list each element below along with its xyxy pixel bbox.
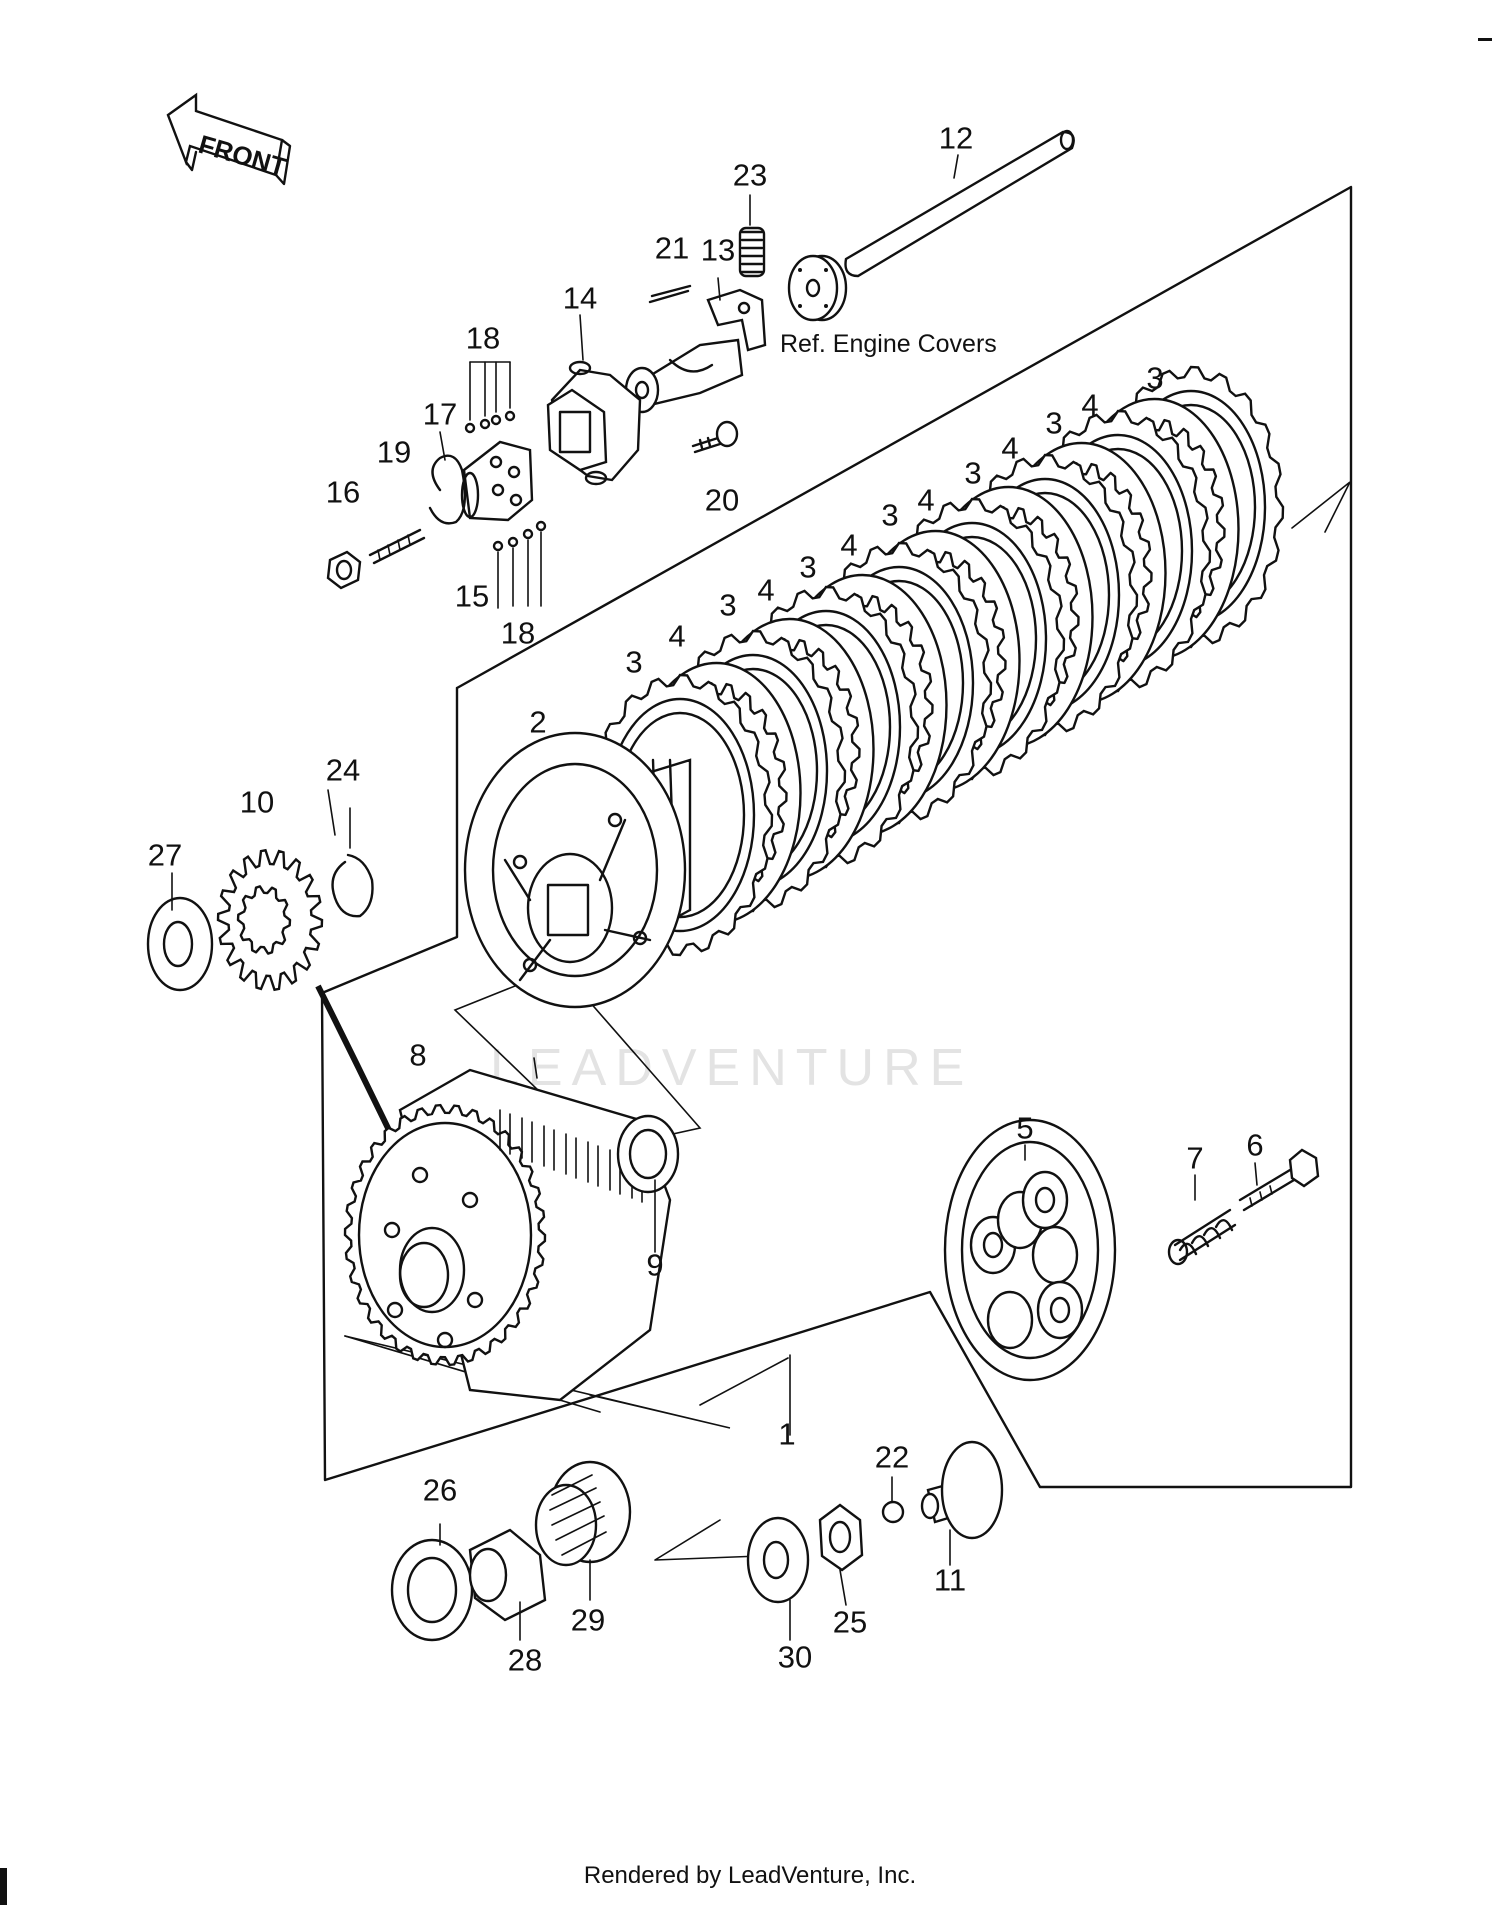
callout-leaders	[171, 154, 1258, 1641]
part-19-adjusting-screw	[368, 528, 426, 565]
callout-22: 22	[875, 1440, 909, 1475]
housing-hole	[386, 1301, 404, 1319]
callout-7: 7	[1186, 1141, 1203, 1176]
part-25-nut	[818, 1503, 864, 1572]
callout-4: 4	[757, 573, 774, 608]
callout-3: 3	[625, 645, 642, 680]
callout-29: 29	[571, 1603, 605, 1638]
front-arrow-icon: FRONT	[166, 92, 292, 186]
part-23-spring	[738, 226, 766, 278]
housing-slot	[543, 1125, 555, 1171]
part-13-release-lever	[624, 288, 767, 414]
part-27-washer	[146, 896, 214, 992]
part-6-bolt	[1238, 1148, 1320, 1212]
callout-30: 30	[778, 1640, 812, 1675]
gear-teeth	[216, 848, 324, 992]
page-mark	[1478, 38, 1492, 41]
reference-label: Ref. Engine Covers	[780, 330, 997, 358]
part-26-collar	[390, 1538, 474, 1642]
pushrod	[844, 129, 1075, 278]
part-10-sprocket-gear	[216, 848, 324, 992]
callout-2: 2	[529, 705, 546, 740]
callout-5: 5	[1016, 1111, 1033, 1146]
gear-spline	[236, 885, 292, 955]
part-9-thrust-washer	[616, 1114, 680, 1194]
bearing-disc	[787, 254, 848, 322]
part-18-balls-lower	[492, 520, 547, 609]
callout-19: 19	[377, 435, 411, 470]
callout-24: 24	[326, 753, 360, 788]
page-mark	[0, 1868, 7, 1905]
watermark-text: LEADVENTURE	[490, 1039, 973, 1097]
callout-26: 26	[423, 1473, 457, 1508]
housing-hole	[466, 1291, 484, 1309]
part-15-ball-holder	[460, 440, 534, 522]
part-14-release-housing	[546, 360, 642, 486]
part-17-circlip	[428, 454, 467, 525]
callout-labels: 1 2 3 3 3 3 3 3 3 3 4 4 4 4 4 4 4 5 6 7 …	[148, 121, 1264, 1678]
callout-1: 1	[778, 1417, 795, 1452]
housing-slot	[499, 1109, 511, 1155]
callout-21: 21	[655, 231, 689, 266]
callout-3: 3	[719, 588, 736, 623]
part-30-washer	[746, 1516, 810, 1604]
part-21-pin	[648, 284, 692, 304]
part-16-nut	[326, 550, 362, 590]
part-5-pressure-plate	[943, 1118, 1117, 1382]
callout-3: 3	[1146, 361, 1163, 396]
part-29-needle-bearing	[534, 1460, 632, 1567]
callout-18: 18	[501, 616, 535, 651]
callout-23: 23	[733, 158, 767, 193]
callout-4: 4	[1081, 388, 1098, 423]
callout-27: 27	[148, 838, 182, 873]
part-8-clutch-housing	[343, 1068, 672, 1402]
part-11-pusher	[920, 1440, 1004, 1540]
callout-4: 4	[840, 528, 857, 563]
housing-hole	[383, 1221, 401, 1239]
clutch-plate-stack	[586, 365, 1285, 957]
callout-12: 12	[939, 121, 973, 156]
housing-slot	[521, 1117, 533, 1163]
part-28-sleeve	[468, 1528, 547, 1622]
callout-6: 6	[1246, 1128, 1263, 1163]
callout-8: 8	[409, 1038, 426, 1073]
part-7-clutch-spring	[1167, 1208, 1237, 1266]
housing-hole	[411, 1166, 429, 1184]
part-2-clutch-hub	[463, 731, 692, 1009]
footer-credit: Rendered by LeadVenture, Inc.	[583, 1862, 917, 1889]
callout-13: 13	[701, 233, 735, 268]
housing-slot	[587, 1141, 599, 1187]
callout-20: 20	[705, 483, 739, 518]
housing-hole	[436, 1331, 454, 1349]
assembly-outline	[320, 185, 1353, 1489]
callout-3: 3	[799, 550, 816, 585]
callout-9: 9	[646, 1248, 663, 1283]
part-20-screw	[691, 420, 739, 454]
callout-28: 28	[508, 1643, 542, 1678]
housing-slot	[565, 1133, 577, 1179]
callout-3: 3	[881, 498, 898, 533]
housing-hole	[461, 1191, 479, 1209]
callout-4: 4	[917, 483, 934, 518]
callout-4: 4	[668, 619, 685, 654]
housing-bore-inner	[398, 1241, 450, 1309]
part-22-ball	[881, 1500, 905, 1524]
callout-3: 3	[964, 456, 981, 491]
callout-25: 25	[833, 1605, 867, 1640]
part-24-circlip	[331, 853, 374, 918]
callout-11: 11	[934, 1563, 966, 1598]
callout-14: 14	[563, 281, 597, 316]
callout-17: 17	[423, 397, 457, 432]
part-18-balls-upper	[464, 361, 516, 434]
callout-15: 15	[455, 579, 489, 614]
callout-10: 10	[240, 785, 274, 820]
callout-18: 18	[466, 321, 500, 356]
callout-3: 3	[1045, 406, 1062, 441]
callout-16: 16	[326, 475, 360, 510]
callout-4: 4	[1001, 431, 1018, 466]
